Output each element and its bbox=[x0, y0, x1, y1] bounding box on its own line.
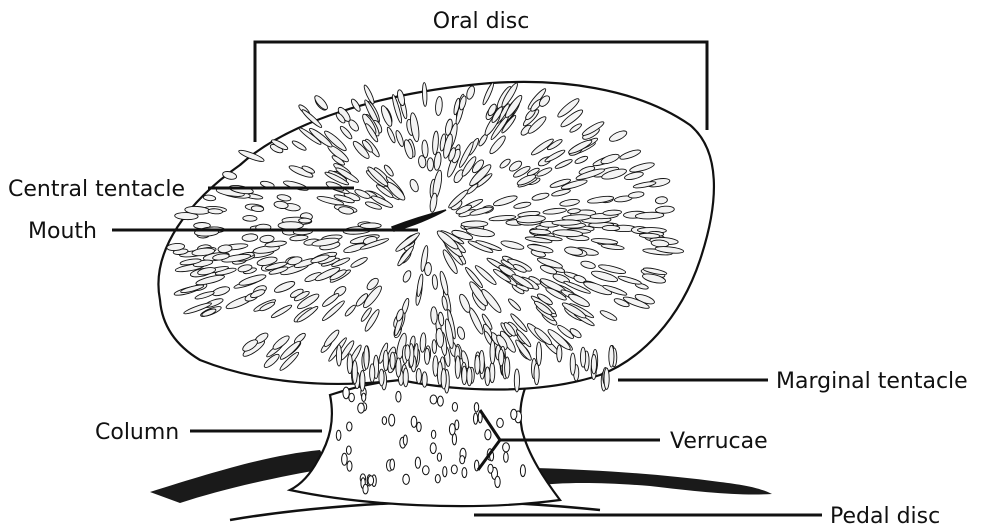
verruca bbox=[368, 476, 374, 485]
column-label: Column bbox=[95, 420, 179, 445]
marginal-tentacle bbox=[536, 342, 541, 366]
marginal-tentacle bbox=[383, 350, 388, 370]
marginal-tentacle bbox=[347, 354, 352, 374]
verruca bbox=[504, 452, 509, 462]
verruca bbox=[497, 418, 504, 427]
verruca bbox=[417, 422, 422, 431]
verruca bbox=[346, 446, 351, 454]
verruca bbox=[451, 465, 457, 474]
marginal-tentacle bbox=[485, 367, 490, 386]
marginal-tentacle bbox=[425, 348, 430, 364]
marginal-tentacle bbox=[557, 345, 562, 362]
marginal-tentacle bbox=[499, 349, 504, 366]
marginal-tentacle bbox=[467, 367, 472, 386]
marginal-tentacle bbox=[379, 369, 384, 386]
verruca bbox=[347, 461, 352, 471]
verruca bbox=[336, 430, 341, 440]
marginal-tentacle bbox=[441, 369, 446, 389]
marginal-tentacle bbox=[604, 368, 609, 389]
verruca bbox=[403, 474, 410, 484]
verruca bbox=[503, 443, 510, 452]
marginal-tentacle bbox=[475, 355, 480, 374]
marginal-tentacle bbox=[405, 345, 410, 361]
tentacle bbox=[278, 222, 303, 230]
verruca bbox=[488, 464, 493, 473]
pedal-disc-label: Pedal disc bbox=[830, 504, 940, 529]
verruca bbox=[438, 396, 444, 406]
tentacle bbox=[299, 218, 312, 223]
marginal-tentacle bbox=[455, 356, 460, 379]
verruca bbox=[520, 465, 525, 477]
tentacle bbox=[552, 220, 581, 226]
verruca bbox=[347, 422, 352, 431]
sea-anemone-illustration bbox=[150, 82, 772, 520]
marginal-tentacle-label: Marginal tentacle bbox=[776, 369, 968, 394]
tentacle bbox=[430, 307, 437, 325]
verruca bbox=[423, 466, 430, 475]
verruca bbox=[495, 476, 500, 487]
marginal-tentacle bbox=[364, 346, 369, 369]
verruca bbox=[511, 409, 517, 419]
marginal-tentacle bbox=[570, 353, 575, 375]
verruca bbox=[396, 391, 401, 402]
verruca bbox=[411, 416, 417, 427]
marginal-tentacle bbox=[416, 369, 421, 384]
marginal-tentacle bbox=[336, 345, 341, 366]
verruca bbox=[358, 403, 365, 413]
verruca bbox=[462, 468, 467, 478]
tentacle bbox=[461, 221, 488, 228]
marginal-tentacle bbox=[591, 355, 596, 374]
verruca bbox=[382, 417, 386, 425]
marginal-tentacle bbox=[462, 366, 467, 384]
verruca bbox=[435, 475, 440, 483]
verruca bbox=[342, 453, 348, 465]
marginal-tentacle bbox=[390, 352, 395, 369]
tentacle bbox=[602, 225, 619, 231]
verruca bbox=[349, 393, 355, 401]
marginal-tentacle bbox=[581, 347, 586, 367]
tentacle bbox=[424, 262, 431, 275]
marginal-tentacle bbox=[490, 340, 495, 363]
tentacle bbox=[360, 223, 381, 229]
tentacle bbox=[243, 215, 257, 221]
verruca bbox=[390, 459, 395, 470]
verrucae-label: Verrucae bbox=[670, 429, 768, 454]
marginal-tentacle bbox=[422, 372, 427, 387]
marginal-tentacle bbox=[352, 360, 357, 383]
oral-disc-label: Oral disc bbox=[433, 9, 530, 34]
verruca bbox=[485, 430, 491, 440]
verruca bbox=[389, 414, 395, 426]
central-tentacle-label: Central tentacle bbox=[8, 177, 185, 202]
verruca bbox=[430, 443, 436, 454]
tentacle bbox=[427, 158, 433, 171]
marginal-tentacle bbox=[609, 346, 614, 368]
verruca bbox=[431, 430, 435, 438]
marginal-tentacle bbox=[360, 371, 365, 392]
marginal-tentacle bbox=[370, 364, 375, 382]
marginal-tentacle bbox=[396, 358, 401, 377]
marginal-tentacle bbox=[505, 357, 510, 378]
verruca bbox=[449, 424, 455, 435]
marginal-tentacle bbox=[534, 364, 539, 385]
verruca bbox=[460, 456, 465, 464]
verruca bbox=[363, 484, 368, 494]
verruca bbox=[474, 403, 478, 412]
verruca bbox=[474, 413, 478, 424]
mouth-label: Mouth bbox=[28, 219, 97, 244]
verruca bbox=[430, 395, 437, 404]
tentacle bbox=[208, 208, 223, 214]
verruca bbox=[452, 403, 457, 412]
marginal-tentacle bbox=[403, 368, 408, 387]
verruca bbox=[362, 393, 366, 401]
verruca bbox=[403, 435, 407, 445]
verruca bbox=[443, 467, 447, 477]
verruca bbox=[437, 453, 441, 461]
tentacle bbox=[432, 340, 437, 354]
marginal-tentacle bbox=[514, 369, 519, 392]
verruca bbox=[415, 457, 420, 468]
